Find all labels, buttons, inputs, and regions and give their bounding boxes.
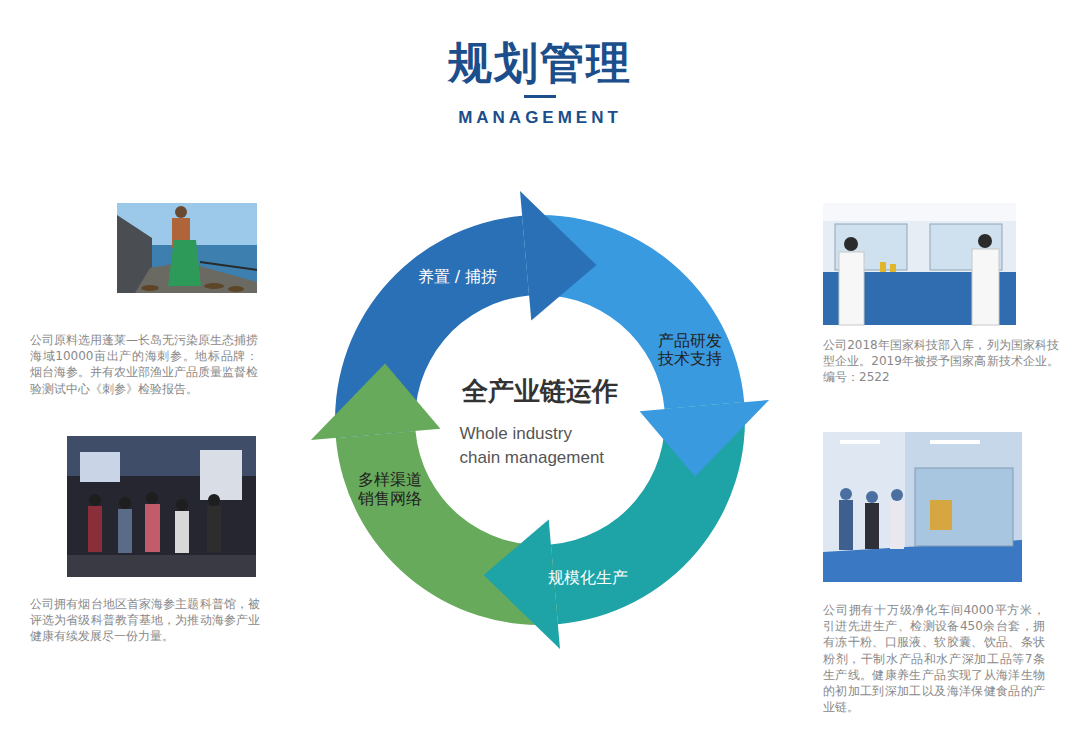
cycle-step: 产品研发 技术支持 <box>654 332 724 369</box>
lab-photo <box>972 249 999 325</box>
museum-photo <box>176 499 188 511</box>
museum-photo <box>145 504 160 552</box>
museum-photo <box>208 494 220 506</box>
museum-photo <box>80 452 120 482</box>
photo-caption: 公司2018年国家科技部入库，列为国家科技型企业。2019年被授予国家高新技术企… <box>823 337 1059 386</box>
cycle-step: 养置 / 捕捞 <box>418 268 498 286</box>
museum-photo <box>67 436 256 577</box>
cycle-arrow-head <box>311 364 441 440</box>
lab-photo <box>844 237 858 251</box>
museum-photo <box>175 511 189 553</box>
hub-subtitle: Whole industry chain management <box>460 422 605 470</box>
cleanroom-photo <box>891 489 903 501</box>
step-label: 规模化生产 <box>548 569 628 587</box>
photo-caption: 公司拥有烟台地区首家海参主题科普馆，被评选为省级科普教育基地，为推动海参产业健康… <box>30 596 260 645</box>
fishing-photo <box>175 206 187 218</box>
photo-caption: 公司原料选用蓬莱—长岛无污染原生态捕捞海域10000亩出产的海刺参。地标品牌：烟… <box>30 332 258 397</box>
cleanroom-photo <box>890 501 904 549</box>
lab-photo <box>823 203 1016 325</box>
museum-photo <box>67 555 256 577</box>
cycle-arrow-head <box>640 400 770 476</box>
step-label: 多样渠道 销售网络 <box>355 471 425 508</box>
cleanroom-photo <box>839 500 853 550</box>
fishing-photo <box>117 203 257 293</box>
cleanroom-photo <box>823 432 1022 582</box>
title-rule <box>524 95 556 98</box>
cleanroom-photo <box>823 432 1022 582</box>
museum-photo <box>119 497 131 509</box>
fishing-photo <box>204 283 224 289</box>
cycle-step: 规模化生产 <box>548 569 628 587</box>
title-rule <box>524 95 556 98</box>
subtitle: MANAGEMENT <box>458 108 622 128</box>
fishing-photo <box>168 240 201 286</box>
museum-photo <box>207 506 221 552</box>
cleanroom-photo <box>840 440 880 444</box>
cycle-arrow-head <box>520 191 596 321</box>
cleanroom-photo <box>840 488 852 500</box>
cycle-arrow-heads <box>311 191 769 649</box>
cleanroom-photo <box>915 468 1013 546</box>
step-label: 养置 / 捕捞 <box>418 268 498 286</box>
lab-photo <box>978 234 992 248</box>
lab-photo <box>890 264 896 272</box>
cleanroom-photo <box>930 440 980 444</box>
lab-photo <box>839 252 864 325</box>
cleanroom-photo <box>930 500 952 530</box>
page-title: 规划管理 <box>448 34 632 93</box>
lab-photo <box>823 203 1016 221</box>
museum-photo <box>89 494 101 506</box>
cycle-step: 多样渠道 销售网络 <box>355 471 425 508</box>
museum-photo <box>200 450 242 500</box>
step-label: 产品研发 技术支持 <box>654 332 724 369</box>
fishing-photo <box>141 285 159 291</box>
cleanroom-photo <box>866 491 878 503</box>
museum-photo <box>88 506 102 552</box>
museum-photo <box>118 509 132 553</box>
fishing-photo <box>228 286 244 292</box>
museum-photo <box>146 492 158 504</box>
photo-caption: 公司拥有十万级净化车间4000平方米，引进先进生产、检测设备450余台套，拥有冻… <box>823 602 1045 715</box>
lab-photo <box>880 262 886 272</box>
fishing-photo <box>200 262 257 270</box>
museum-photo <box>67 436 256 577</box>
cleanroom-photo <box>865 503 879 549</box>
hub-title: 全产业链运作 <box>462 374 618 409</box>
lab-photo <box>823 203 1016 325</box>
